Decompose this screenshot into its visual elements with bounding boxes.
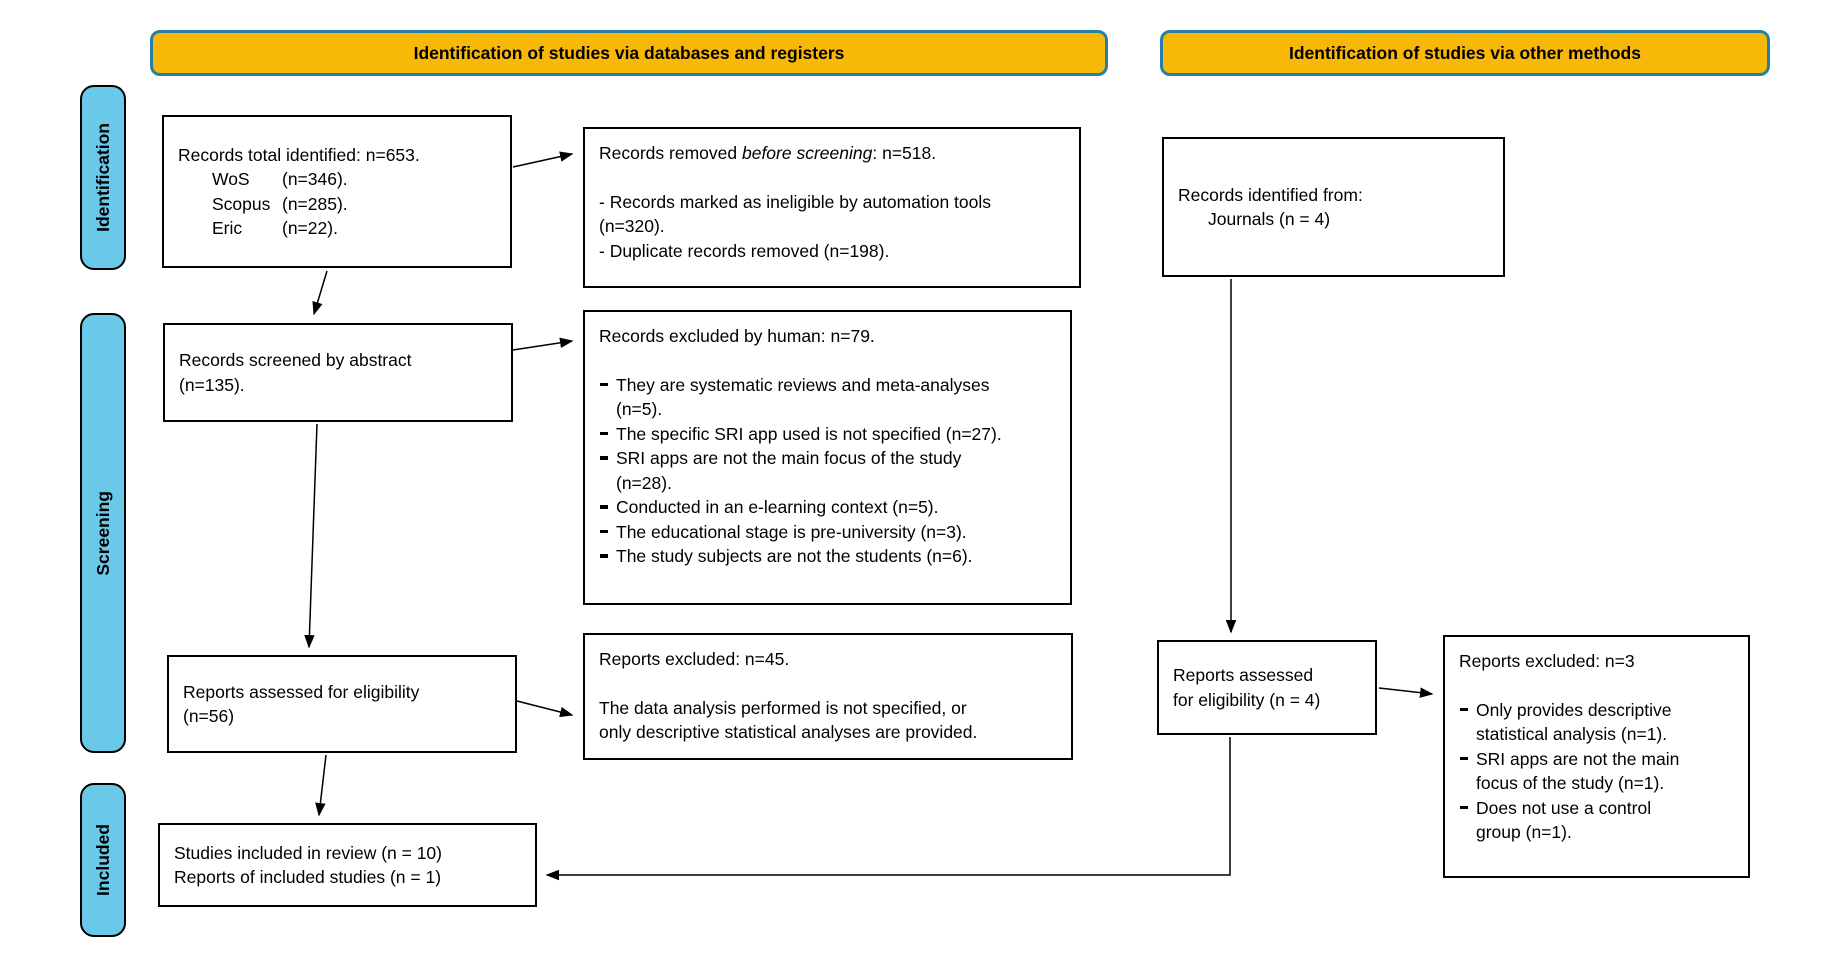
box-included-studies: Studies included in review (n = 10) Repo… [158, 823, 537, 907]
header-databases-label: Identification of studies via databases … [413, 42, 845, 63]
stage-label-identification: Identification [80, 85, 126, 270]
header-databases-registers: Identification of studies via databases … [150, 30, 1108, 76]
records-identified-title: Records total identified: n=653. [178, 144, 420, 165]
source-row: WoS(n=346). [212, 169, 348, 189]
records-excluded-title: Records excluded by human: n=79. [599, 326, 875, 346]
spacer [599, 672, 1057, 696]
arrow-assessed-to-excluded45 [516, 700, 574, 718]
arrow-screened-to-excluded [512, 337, 574, 351]
arrow-assessed-to-included [315, 754, 327, 817]
spacer [599, 349, 1042, 373]
source-row: Scopus(n=285). [212, 193, 348, 214]
box-reports-excluded-db: Reports excluded: n=45. The data analysi… [583, 633, 1073, 760]
records-other-source: Journals (n = 4) [1208, 209, 1331, 229]
stage-label-included: Included [80, 783, 126, 937]
stage-identification-text: Identification [92, 123, 113, 232]
exclusion-reason: The study subjects are not the students … [599, 544, 1042, 569]
box-records-removed: Records removed before screening: n=518.… [583, 127, 1081, 288]
stage-label-screening: Screening [80, 313, 126, 753]
reports-excluded-title: Reports excluded: n=45. [599, 649, 790, 669]
arrow-identified-to-screened [312, 270, 328, 316]
box-reports-assessed-db: Reports assessed for eligibility (n=56) [167, 655, 517, 753]
records-removed-title: Records removed before screening: n=518. [599, 143, 937, 163]
exclusion-reason: SRI apps are not the main focus of the s… [599, 446, 1042, 495]
reports-excluded-other-title: Reports excluded: n=3 [1459, 651, 1635, 671]
arrow-screened-to-assessed [304, 423, 318, 649]
source-row: Eric(n=22). [212, 218, 338, 238]
spacer [1459, 674, 1734, 698]
header-other-methods-label: Identification of studies via other meth… [1289, 42, 1641, 63]
exclusion-reason: SRI apps are not the main focus of the s… [1459, 747, 1734, 796]
box-reports-assessed-other: Reports assessed for eligibility (n = 4) [1157, 640, 1377, 735]
exclusion-reason: Does not use a control group (n=1). [1459, 796, 1734, 845]
arrow-assessed4-to-excluded3 [1378, 687, 1434, 698]
included-studies-line: Reports of included studies (n = 1) [174, 867, 442, 887]
reports-excluded-body: only descriptive statistical analyses ar… [599, 722, 978, 742]
box-records-screened: Records screened by abstract (n=135). [163, 323, 513, 422]
records-removed-reason: - Duplicate records removed (n=198). [599, 240, 890, 261]
reports-assessed-line: (n=56) [183, 706, 235, 726]
exclusion-reason: The educational stage is pre-university … [599, 520, 1042, 545]
stage-screening-text: Screening [92, 490, 113, 576]
included-studies-line: Studies included in review (n = 10) [174, 842, 442, 863]
exclusion-reason: The specific SRI app used is not specifi… [599, 422, 1042, 447]
reports-assessed-other-line: for eligibility (n = 4) [1173, 689, 1321, 710]
box-records-other-methods: Records identified from: Journals (n = 4… [1162, 137, 1505, 277]
records-removed-reason: (n=320). [599, 216, 665, 236]
records-screened-line: (n=135). [179, 374, 245, 395]
box-reports-excluded-other: Reports excluded: n=3 Only provides desc… [1443, 635, 1750, 878]
box-records-excluded-human: Records excluded by human: n=79. They ar… [583, 310, 1072, 605]
arrow-identified-to-removed [512, 151, 574, 168]
spacer [599, 166, 1065, 190]
records-screened-line: Records screened by abstract [179, 350, 412, 370]
reports-assessed-line: Reports assessed for eligibility [183, 681, 420, 702]
stage-included-text: Included [92, 824, 113, 896]
exclusion-reason: Only provides descriptive statistical an… [1459, 698, 1734, 747]
box-records-identified: Records total identified: n=653. WoS(n=3… [162, 115, 512, 268]
exclusion-reason: Conducted in an e-learning context (n=5)… [599, 495, 1042, 520]
header-other-methods: Identification of studies via other meth… [1160, 30, 1770, 76]
reports-excluded-body: The data analysis performed is not speci… [599, 697, 967, 718]
exclusion-reason: They are systematic reviews and meta-ana… [599, 373, 1042, 422]
records-other-title: Records identified from: [1178, 184, 1363, 205]
reports-assessed-other-line: Reports assessed [1173, 665, 1314, 685]
records-removed-reason: - Records marked as ineligible by automa… [599, 191, 991, 212]
